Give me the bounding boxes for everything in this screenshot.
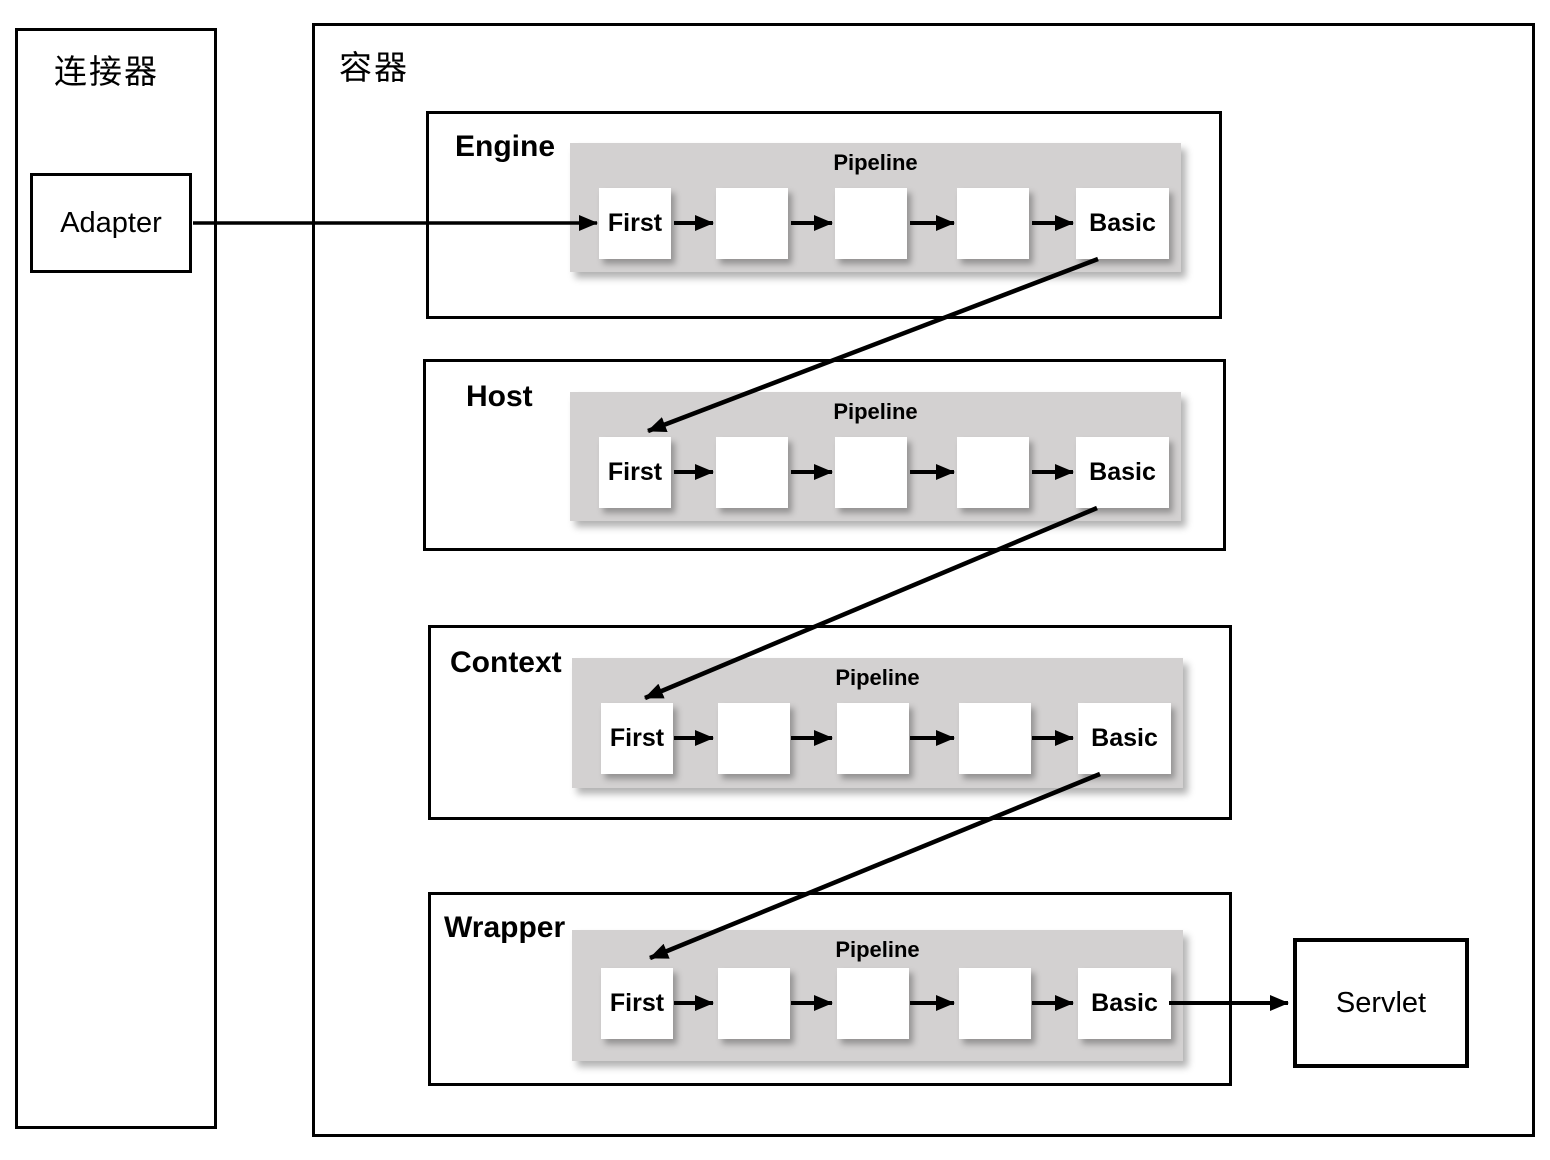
context-valve-3 bbox=[837, 703, 909, 774]
wrapper-valve-4 bbox=[959, 968, 1031, 1039]
wrapper-valve-3 bbox=[837, 968, 909, 1039]
engine-pipeline-label: Pipeline bbox=[833, 150, 918, 175]
wrapper-pipeline-label: Pipeline bbox=[835, 937, 920, 962]
container-label: 容器 bbox=[339, 49, 409, 86]
wrapper-valve-first: First bbox=[601, 968, 673, 1039]
servlet-box: Servlet bbox=[1293, 938, 1469, 1068]
engine-valve-2 bbox=[716, 188, 788, 259]
host-pipeline: Pipeline First Basic bbox=[570, 392, 1181, 521]
adapter-label: Adapter bbox=[60, 206, 162, 239]
servlet-label: Servlet bbox=[1335, 986, 1427, 1019]
host-label: Host bbox=[466, 380, 533, 413]
wrapper-valve-2 bbox=[718, 968, 790, 1039]
context-pipeline-label: Pipeline bbox=[835, 665, 920, 690]
connector-box: 连接器 bbox=[15, 28, 217, 1129]
context-pipeline: Pipeline First Basic bbox=[572, 658, 1183, 788]
host-valve-basic: Basic bbox=[1076, 437, 1169, 508]
wrapper-valve-basic: Basic bbox=[1078, 968, 1171, 1039]
engine-valve-basic: Basic bbox=[1076, 188, 1169, 259]
engine-label: Engine bbox=[455, 130, 556, 163]
host-valve-2 bbox=[716, 437, 788, 508]
host-valve-4 bbox=[957, 437, 1029, 508]
adapter-box: Adapter bbox=[30, 173, 192, 273]
context-label: Context bbox=[450, 646, 562, 679]
wrapper-pipeline: Pipeline First Basic bbox=[572, 930, 1183, 1061]
container-box: 容器 bbox=[312, 23, 1535, 1137]
host-pipeline-label: Pipeline bbox=[833, 399, 918, 424]
host-valve-first: First bbox=[599, 437, 671, 508]
engine-valve-3 bbox=[835, 188, 907, 259]
engine-valve-4 bbox=[957, 188, 1029, 259]
connector-label: 连接器 bbox=[54, 53, 159, 90]
context-valve-2 bbox=[718, 703, 790, 774]
context-valve-4 bbox=[959, 703, 1031, 774]
engine-pipeline: Pipeline First Basic bbox=[570, 143, 1181, 272]
engine-valve-first: First bbox=[599, 188, 671, 259]
host-valve-3 bbox=[835, 437, 907, 508]
context-valve-first: First bbox=[601, 703, 673, 774]
wrapper-label: Wrapper bbox=[444, 911, 566, 944]
context-valve-basic: Basic bbox=[1078, 703, 1171, 774]
